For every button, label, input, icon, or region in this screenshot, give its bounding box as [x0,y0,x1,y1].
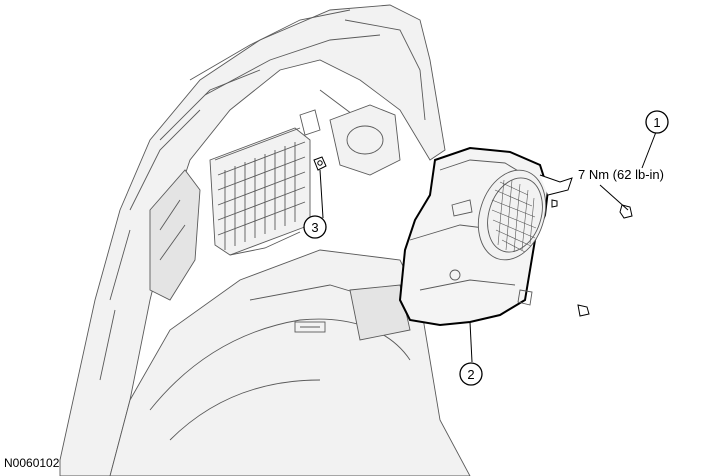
callout-1: 1 [645,110,669,134]
callout-3: 3 [303,215,327,239]
figure-id-label: N0060102 [4,456,60,470]
speaker-grille [491,179,537,253]
bolt-1 [551,199,633,219]
callout-2: 2 [459,362,483,386]
callout-1-number: 1 [653,115,660,130]
bolt-lower [577,304,590,317]
fastener-3 [313,156,327,171]
subwoofer-enclosure [398,146,573,327]
callout-2-number: 2 [467,367,474,382]
torque-specification: 7 Nm (62 lb-in) [578,167,664,182]
amplifier-module [209,109,321,256]
body-structure [59,4,446,476]
leader-lines [319,131,657,363]
callout-3-number: 3 [311,220,318,235]
cargo-floor [109,249,471,476]
